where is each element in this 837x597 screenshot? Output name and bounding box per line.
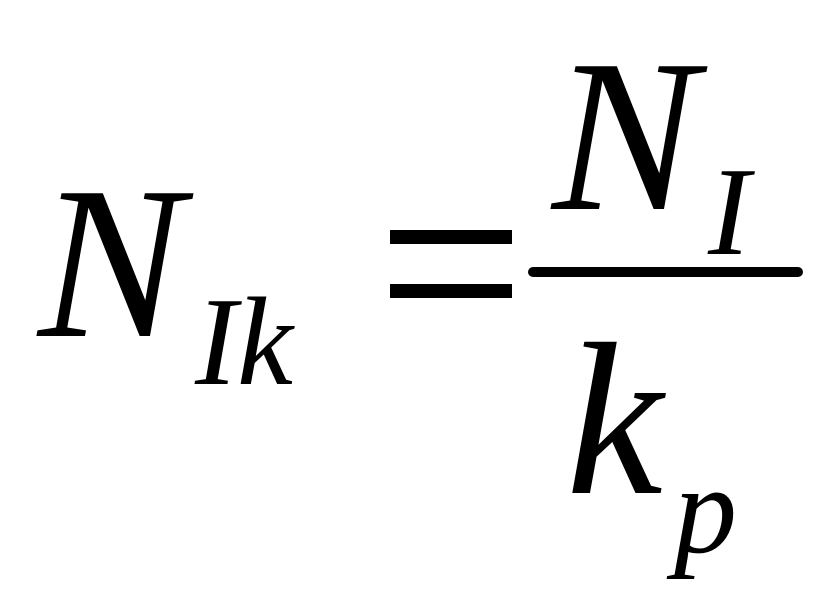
denominator-subscript: p [674,441,737,580]
numerator-subscript: I [708,143,750,282]
numerator-base-symbol: N [552,16,698,257]
equals-bar-bottom [390,284,512,298]
denominator-base-symbol: k [566,300,663,541]
fraction-bar [528,267,803,277]
equals-bar-top [390,230,512,244]
lhs-subscript: Ik [195,273,293,412]
equals-sign [390,230,512,298]
lhs-base-symbol: N [38,143,184,384]
